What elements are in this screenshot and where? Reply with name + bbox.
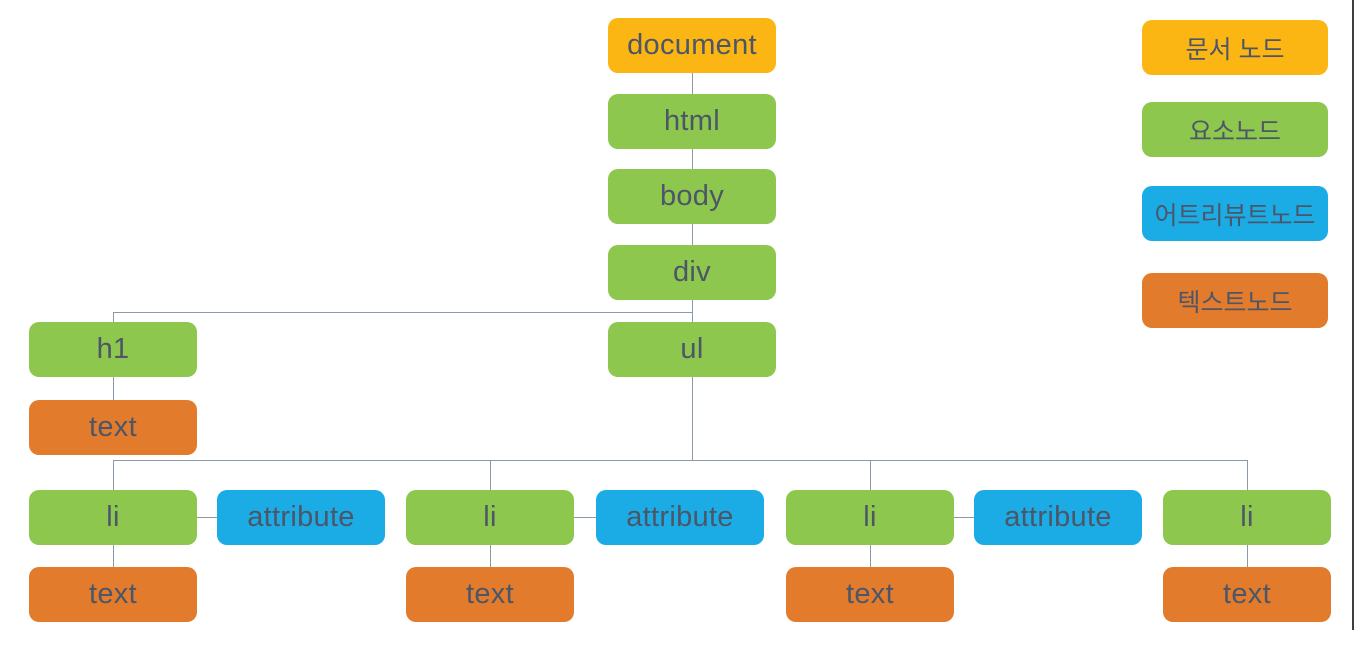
tree-node-document: document — [608, 18, 776, 73]
connector-div-ul — [692, 300, 693, 322]
connector-div-branch — [113, 312, 693, 313]
connector-li-2-text — [490, 545, 491, 567]
legend-item-document-node: 문서 노드 — [1142, 20, 1328, 75]
legend-item-attribute-node: 어트리뷰트노드 — [1142, 186, 1328, 241]
connector-li-3-attribute — [954, 517, 974, 518]
page-edge-line — [1352, 0, 1354, 630]
connector-ul-branch — [113, 460, 1247, 461]
tree-node-html: html — [608, 94, 776, 149]
connector-body-div — [692, 224, 693, 245]
tree-node-li-4: li — [1163, 490, 1331, 545]
connector-branch-li-2 — [490, 460, 491, 490]
tree-node-body: body — [608, 169, 776, 224]
tree-node-text-4: text — [1163, 567, 1331, 622]
connector-branch-h1 — [113, 312, 114, 322]
connector-branch-li-4 — [1247, 460, 1248, 490]
tree-node-li-2: li — [406, 490, 574, 545]
connector-branch-li-1 — [113, 460, 114, 490]
legend-item-element-node: 요소노드 — [1142, 102, 1328, 157]
tree-node-li-1: li — [29, 490, 197, 545]
tree-node-h1: h1 — [29, 322, 197, 377]
tree-node-attribute-1: attribute — [217, 490, 385, 545]
tree-node-li-3: li — [786, 490, 954, 545]
tree-node-text-1: text — [29, 567, 197, 622]
legend-item-text-node: 텍스트노드 — [1142, 273, 1328, 328]
connector-ul-row — [692, 377, 693, 460]
tree-node-attribute-3: attribute — [974, 490, 1142, 545]
connector-li-2-attribute — [574, 517, 596, 518]
connector-document-html — [692, 73, 693, 94]
connector-h1-text — [113, 377, 114, 400]
connector-li-3-text — [870, 545, 871, 567]
tree-node-attribute-2: attribute — [596, 490, 764, 545]
connector-li-1-attribute — [197, 517, 217, 518]
tree-node-text-3: text — [786, 567, 954, 622]
tree-node-ul: ul — [608, 322, 776, 377]
connector-html-body — [692, 149, 693, 169]
tree-node-div: div — [608, 245, 776, 300]
tree-node-text-2: text — [406, 567, 574, 622]
connector-branch-li-3 — [870, 460, 871, 490]
tree-node-h1-text: text — [29, 400, 197, 455]
connector-li-4-text — [1247, 545, 1248, 567]
connector-li-1-text — [113, 545, 114, 567]
